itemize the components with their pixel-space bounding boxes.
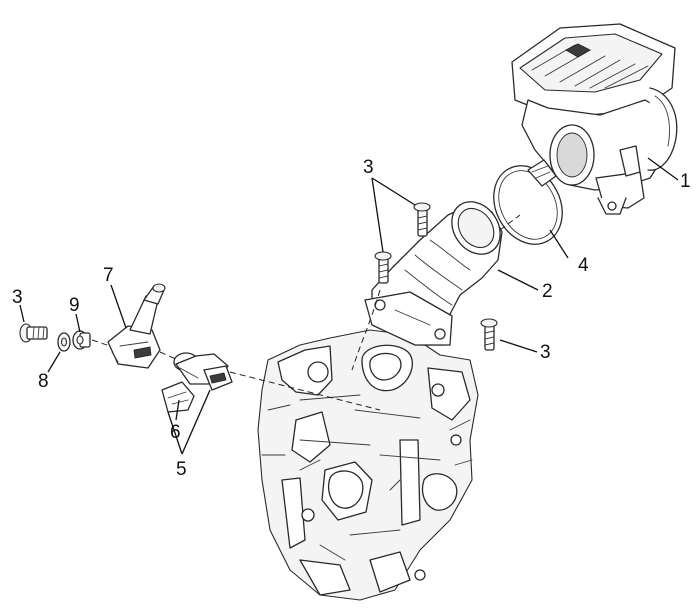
hose-clamp — [493, 159, 563, 245]
retaining-clip — [161, 381, 195, 413]
leader-lines — [19, 157, 679, 455]
intake-manifold — [364, 201, 503, 346]
callout-7: 7 — [103, 265, 114, 286]
callout-6: 6 — [170, 422, 181, 443]
callout-3-top: 3 — [363, 157, 374, 178]
callout-4: 4 — [578, 255, 589, 276]
throttle-body — [511, 23, 678, 215]
callout-3-right: 3 — [540, 342, 551, 363]
spacer — [72, 330, 91, 350]
callout-1: 1 — [680, 171, 691, 192]
screw-left — [19, 323, 48, 343]
callout-9: 9 — [69, 295, 80, 316]
cylinder-head — [257, 329, 479, 601]
connector-elbow — [173, 352, 233, 391]
washer — [57, 332, 71, 352]
screw-right — [480, 318, 498, 351]
callout-8: 8 — [38, 371, 49, 392]
temperature-sensor — [107, 283, 166, 369]
screw-middle — [374, 251, 392, 284]
callout-5: 5 — [176, 459, 187, 480]
callout-3-left: 3 — [12, 287, 23, 308]
assembly-guides — [91, 214, 521, 411]
screw-top — [413, 202, 431, 237]
callout-2: 2 — [542, 281, 553, 302]
